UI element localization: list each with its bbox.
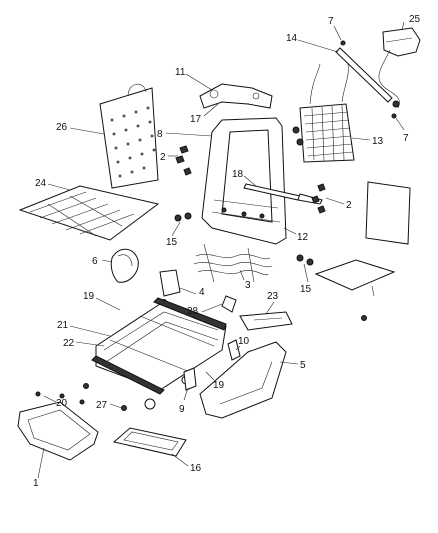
svg-text:7: 7 (328, 16, 334, 27)
svg-text:21: 21 (57, 320, 69, 331)
callout-12: 12 (283, 227, 309, 243)
svg-text:4: 4 (199, 287, 205, 298)
callout-9: 9 (179, 387, 189, 415)
part-11-upper-bracket (199, 83, 273, 109)
callout-19b: 19 (205, 371, 225, 391)
cushion-panel-plain (365, 181, 411, 245)
part-5-side-shield (199, 341, 287, 419)
part-14-rod (335, 47, 393, 103)
part-9-latch (183, 367, 197, 391)
part-23-bracket (239, 311, 293, 331)
callout-13: 13 (351, 136, 384, 147)
svg-text:2: 2 (160, 152, 166, 163)
svg-text:27: 27 (96, 400, 108, 411)
part-3-springs (193, 243, 273, 283)
svg-text:12: 12 (297, 232, 309, 243)
svg-text:26: 26 (56, 122, 68, 133)
callout-3: 3 (239, 269, 251, 291)
callout-22: 22 (63, 338, 105, 349)
seat-pan-right (314, 259, 396, 321)
callout-2b: 2 (325, 197, 352, 211)
part-6-round-bracket (110, 248, 139, 283)
svg-text:11: 11 (175, 67, 186, 78)
callout-8: 8 (157, 129, 213, 140)
svg-text:23: 23 (267, 291, 279, 302)
part-2-clips-right (311, 183, 326, 214)
callout-10: 10 (235, 336, 250, 351)
svg-text:15: 15 (166, 237, 178, 248)
callout-16: 16 (171, 453, 202, 474)
callout-20: 20 (43, 395, 68, 409)
part-7-screw-b (391, 113, 397, 119)
callout-25: 25 (401, 14, 421, 31)
part-28-clip (221, 295, 237, 313)
callout-21: 21 (57, 320, 111, 337)
svg-text:8: 8 (157, 129, 163, 140)
svg-text:9: 9 (179, 404, 185, 415)
callout-23: 23 (265, 291, 279, 315)
part-1-base-tray (17, 401, 99, 461)
callout-27: 27 (96, 400, 123, 411)
svg-text:19: 19 (83, 291, 95, 302)
callout-1: 1 (33, 447, 45, 489)
part-26-back-pad (99, 83, 159, 189)
svg-text:10: 10 (238, 336, 250, 347)
svg-text:1: 1 (33, 478, 39, 489)
callout-26: 26 (56, 122, 105, 135)
part-24-cushion-pad (18, 185, 160, 241)
callout-14: 14 (286, 33, 339, 53)
part-15-nuts-left (174, 212, 192, 222)
part-8-back-frame (201, 117, 287, 245)
svg-text:15: 15 (300, 284, 312, 295)
svg-text:22: 22 (63, 338, 75, 349)
svg-text:18: 18 (232, 169, 244, 180)
svg-text:16: 16 (190, 463, 202, 474)
part-16-bottom-plate (112, 427, 187, 457)
part-15-nuts-right (296, 254, 314, 266)
part-2-clips-left (175, 145, 192, 176)
svg-text:24: 24 (35, 178, 47, 189)
callout-28: 28 (187, 303, 223, 317)
callout-4: 4 (179, 287, 205, 298)
svg-text:5: 5 (300, 360, 306, 371)
callout-6: 6 (92, 256, 113, 267)
svg-text:14: 14 (286, 33, 298, 44)
callout-17: 17 (190, 103, 219, 125)
svg-text:7: 7 (403, 133, 409, 144)
part-21-22-seat-adjuster (91, 297, 227, 410)
callout-18: 18 (232, 169, 257, 187)
part-13-back-panel (292, 63, 355, 163)
svg-text:20: 20 (56, 398, 68, 409)
svg-text:28: 28 (187, 306, 199, 317)
svg-text:25: 25 (409, 14, 421, 25)
svg-text:17: 17 (190, 114, 202, 125)
svg-text:3: 3 (245, 280, 251, 291)
callout-15a: 15 (166, 221, 181, 248)
callout-5: 5 (279, 360, 306, 371)
callout-11: 11 (175, 67, 213, 91)
part-7-screw-a (340, 40, 346, 46)
part-10-lever (227, 339, 241, 361)
svg-text:19: 19 (213, 380, 225, 391)
callout-15b: 15 (300, 263, 312, 295)
svg-text:6: 6 (92, 256, 98, 267)
callout-24: 24 (35, 178, 71, 191)
part-4-bracket (159, 269, 181, 305)
svg-text:13: 13 (372, 136, 384, 147)
callout-7b: 7 (395, 117, 409, 144)
callout-2a: 2 (160, 152, 178, 163)
part-25-bracket (378, 27, 421, 109)
callout-19a: 19 (83, 291, 121, 311)
svg-text:2: 2 (346, 200, 352, 211)
callout-7a: 7 (328, 16, 342, 41)
